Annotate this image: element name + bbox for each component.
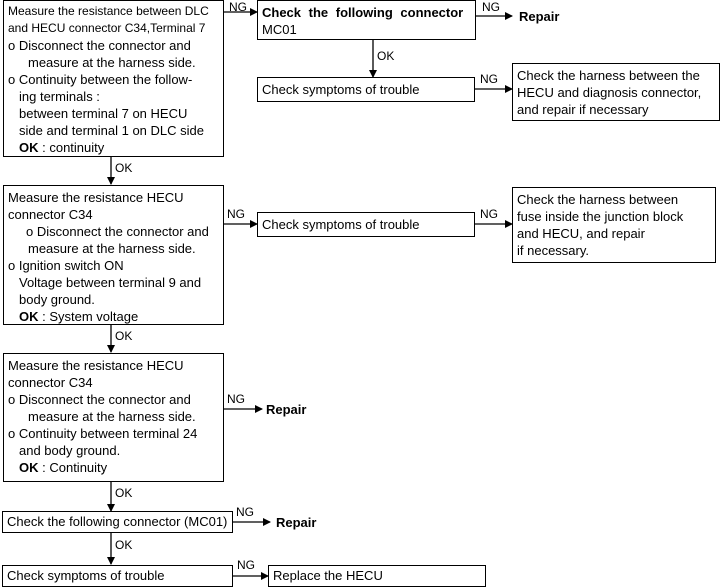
step3-line: connector C34 [8,375,93,390]
ng-label: NG [482,0,500,14]
ng-label: NG [236,505,254,519]
ok-key: OK [19,140,39,155]
check-symptoms-label: Check symptoms of trouble [262,82,420,97]
replace-hecu-box: Replace the HECU [268,565,486,587]
ok-label: OK [115,161,133,175]
ok-value: : Continuity [42,460,108,475]
ok-value: : continuity [42,140,105,155]
check-connector-box: Check the following connector MC01 [257,0,476,40]
check-symptoms-label: Check symptoms of trouble [7,568,165,583]
step1-line: and HECU connector C34,Terminal 7 [8,21,206,35]
ok-label: OK [115,486,133,500]
step1-box: Measure the resistance between DLC and H… [3,0,224,157]
harness-line: Check the harness between the [517,68,700,83]
step2-line: connector C34 [8,207,93,222]
ng-label: NG [480,207,498,221]
step1-line: side and terminal 1 on DLC side [19,123,204,138]
step2-line: Measure the resistance HECU [8,190,184,205]
harness-check-box-1: Check the harness between the HECU and d… [512,63,720,121]
repair-label: Repair [266,402,307,417]
step3-ok-line: OK : Continuity [8,459,219,476]
ng-label: NG [227,392,245,406]
ok-value: : System voltage [42,309,139,324]
step1-line: o Disconnect the connector and [8,38,191,53]
check-connector-mc01-box: Check the following connector (MC01) [2,511,233,533]
check-symptoms-box-1: Check symptoms of trouble [257,77,475,102]
check-connector-mc01-label: Check the following connector (MC01) [7,514,228,529]
step1-line: measure at the harness side. [28,55,196,70]
ng-label: NG [480,72,498,86]
ng-label: NG [237,558,255,572]
step1-line: Measure the resistance between DLC [8,4,209,18]
step1-line: ing terminals : [19,89,100,104]
step2-line: measure at the harness side. [28,241,196,256]
step3-line: and body ground. [19,443,121,458]
step2-line: o Ignition switch ON [8,258,124,273]
repair-label: Repair [519,9,560,24]
harness-line: HECU and diagnosis connector, [517,85,702,100]
step2-ok-line: OK : System voltage [8,308,219,324]
step3-line: Measure the resistance HECU [8,358,184,373]
replace-hecu-label: Replace the HECU [273,568,383,583]
step1-ok-line: OK : continuity [8,139,219,156]
ok-label: OK [115,329,133,343]
step2-line: o Disconnect the connector and [26,224,209,239]
ng-label: NG [227,207,245,221]
step3-line: o Continuity between terminal 24 [8,426,198,441]
step1-line: o Continuity between the follow- [8,72,193,87]
ok-label: OK [115,538,133,552]
check-connector-title: Check the following connector [262,5,464,20]
harness-line: if necessary. [517,243,590,258]
step1-line: between terminal 7 on HECU [19,106,188,121]
step3-box: Measure the resistance HECU connector C3… [3,353,224,482]
check-symptoms-label: Check symptoms of trouble [262,217,420,232]
harness-line: Check the harness between [517,192,679,207]
harness-line: and repair if necessary [517,102,649,117]
ok-label: OK [377,49,395,63]
step2-line: Voltage between terminal 9 and [19,275,202,290]
step3-line: measure at the harness side. [28,409,196,424]
step2-box: Measure the resistance HECU connector C3… [3,185,224,325]
harness-line: fuse inside the junction block [517,209,684,224]
step2-line: body ground. [19,292,95,307]
check-symptoms-box-3: Check symptoms of trouble [2,565,233,587]
ng-label: NG [229,0,247,14]
harness-line: and HECU, and repair [517,226,645,241]
check-symptoms-box-2: Check symptoms of trouble [257,212,475,237]
ok-key: OK [19,460,39,475]
harness-check-box-2: Check the harness between fuse inside th… [512,187,716,263]
ok-key: OK [19,309,39,324]
repair-label: Repair [276,515,317,530]
check-connector-code: MC01 [262,22,297,37]
step3-line: o Disconnect the connector and [8,392,191,407]
